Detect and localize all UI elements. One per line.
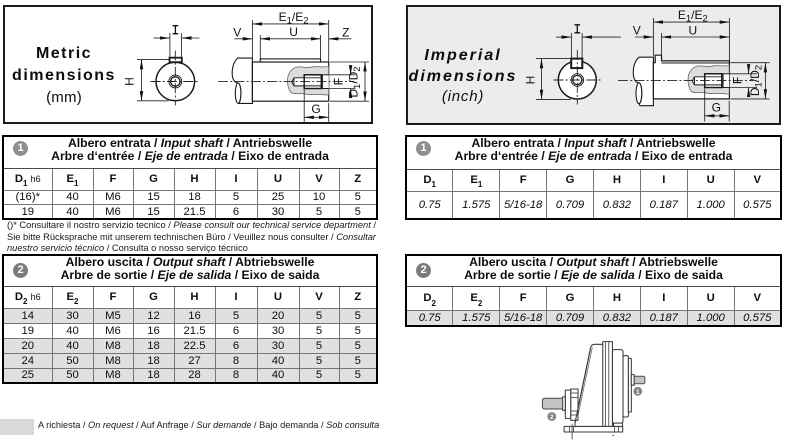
svg-text:Z: Z (342, 25, 349, 39)
svg-text:1: 1 (636, 389, 640, 396)
svg-text:E1/E2: E1/E2 (678, 8, 708, 25)
svg-text:D1/D2: D1/D2 (347, 66, 364, 97)
svg-text:U: U (688, 23, 697, 37)
svg-text:H: H (123, 77, 137, 86)
svg-text:V: V (633, 23, 641, 37)
svg-text:G: G (712, 101, 721, 115)
svg-text:F: F (730, 77, 744, 84)
svg-text:D1/D2: D1/D2 (748, 65, 765, 96)
svg-text:V: V (233, 25, 241, 39)
svg-text:2: 2 (550, 414, 554, 421)
svg-text:G: G (311, 102, 320, 116)
svg-text:F: F (332, 78, 346, 85)
svg-text:U: U (289, 25, 298, 39)
svg-text:H: H (524, 76, 538, 85)
svg-text:E1/E2: E1/E2 (279, 10, 309, 27)
